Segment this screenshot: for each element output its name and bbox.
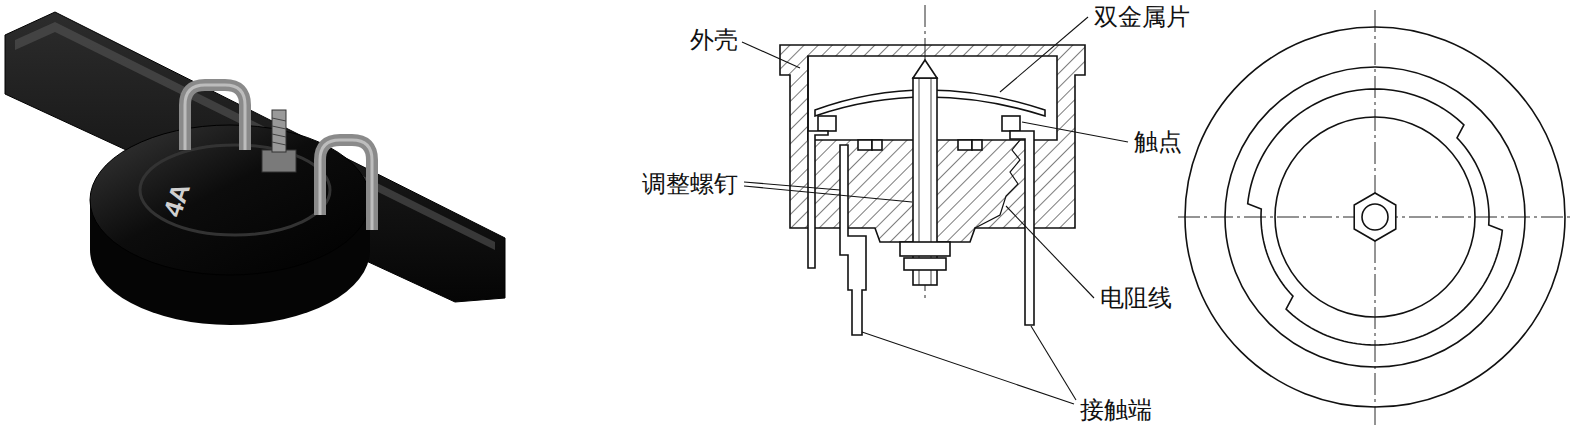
part-label: 触点 — [1132, 128, 1184, 156]
rating-marking: 4A — [158, 180, 195, 220]
rivet — [858, 140, 872, 150]
leader-line — [1000, 17, 1088, 92]
top-view — [1178, 10, 1570, 425]
leader-line — [1022, 122, 1128, 142]
contact — [1002, 116, 1020, 131]
housing-edge — [807, 56, 809, 140]
device-photo — [262, 150, 296, 172]
terminal — [1010, 131, 1034, 325]
part-label: 接触端 — [1078, 396, 1154, 424]
terminal — [808, 131, 828, 268]
hex-nut — [1354, 193, 1396, 241]
leader-line — [744, 186, 912, 202]
device-photo — [272, 134, 286, 137]
part-label: 外壳 — [688, 26, 740, 54]
nut — [904, 258, 946, 270]
inner-rim — [1225, 67, 1525, 367]
terminal — [840, 145, 866, 335]
outer-rim — [1185, 27, 1565, 407]
device-photo — [272, 142, 286, 145]
device-photo — [272, 126, 286, 129]
leader-line — [1031, 326, 1076, 400]
leader-line — [1006, 206, 1094, 298]
screw-tip — [913, 60, 937, 78]
resistance-wire — [975, 140, 1020, 228]
device-photo — [272, 118, 286, 121]
part-label: 电阻线 — [1098, 284, 1174, 312]
device-photo — [5, 12, 505, 325]
leader-line — [744, 182, 840, 190]
part-label: 调整螺钉 — [640, 170, 740, 198]
device-photo — [185, 85, 245, 150]
device-photo — [5, 12, 505, 302]
device-photo — [272, 110, 286, 152]
part-label: 双金属片 — [1092, 3, 1192, 31]
rivet — [972, 140, 982, 150]
contact — [818, 116, 836, 131]
rivet — [958, 140, 972, 150]
nut — [900, 242, 950, 256]
leader-lines — [742, 17, 1128, 404]
lobed-contour — [1248, 89, 1503, 345]
cavity-circle — [1275, 117, 1475, 317]
leader-line — [862, 332, 1074, 404]
leader-line — [742, 42, 800, 68]
device-photo — [140, 145, 330, 235]
device-photo — [185, 85, 245, 150]
screw-end — [1362, 204, 1388, 230]
device-photo — [320, 140, 372, 230]
device-photo — [320, 140, 372, 230]
rivet — [872, 140, 882, 150]
cross-section — [780, 5, 1085, 335]
